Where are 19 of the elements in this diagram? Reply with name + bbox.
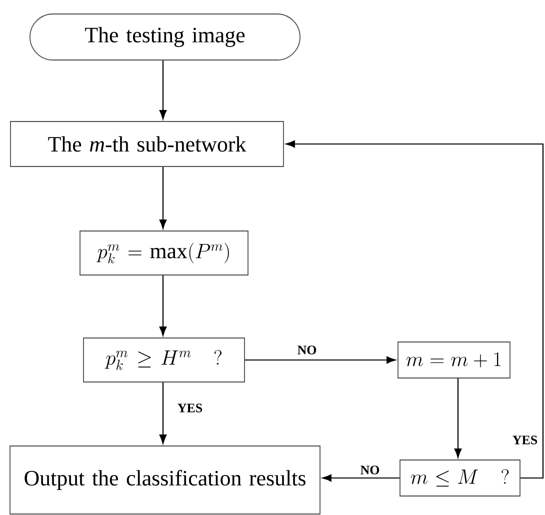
terminal-box: The testing image bbox=[30, 14, 300, 60]
arrow bbox=[286, 140, 544, 479]
arrow bbox=[454, 378, 462, 458]
arrow bbox=[244, 356, 396, 364]
process-box: Output the classification results bbox=[10, 446, 320, 514]
edge-label: NO bbox=[298, 346, 316, 354]
arrow bbox=[322, 474, 400, 482]
edge-label: NO bbox=[360, 466, 380, 474]
process-box: $p_{k}^{m}=\max(P^{m})$ bbox=[80, 230, 248, 276]
arrow bbox=[159, 60, 167, 120]
process-box: $m\leq M\quad ?$ bbox=[400, 460, 520, 496]
process-box: The m-th sub-network bbox=[10, 121, 284, 167]
edge-label: YES bbox=[178, 404, 202, 412]
process-box: $m=m+1$ bbox=[398, 342, 510, 378]
arrow bbox=[159, 275, 167, 336]
arrow bbox=[159, 382, 167, 444]
process-box: $p_{k}^{m}\geq H^{m}\quad ?$ bbox=[83, 338, 245, 382]
edge-label: YES bbox=[512, 436, 538, 444]
arrow bbox=[159, 166, 167, 229]
